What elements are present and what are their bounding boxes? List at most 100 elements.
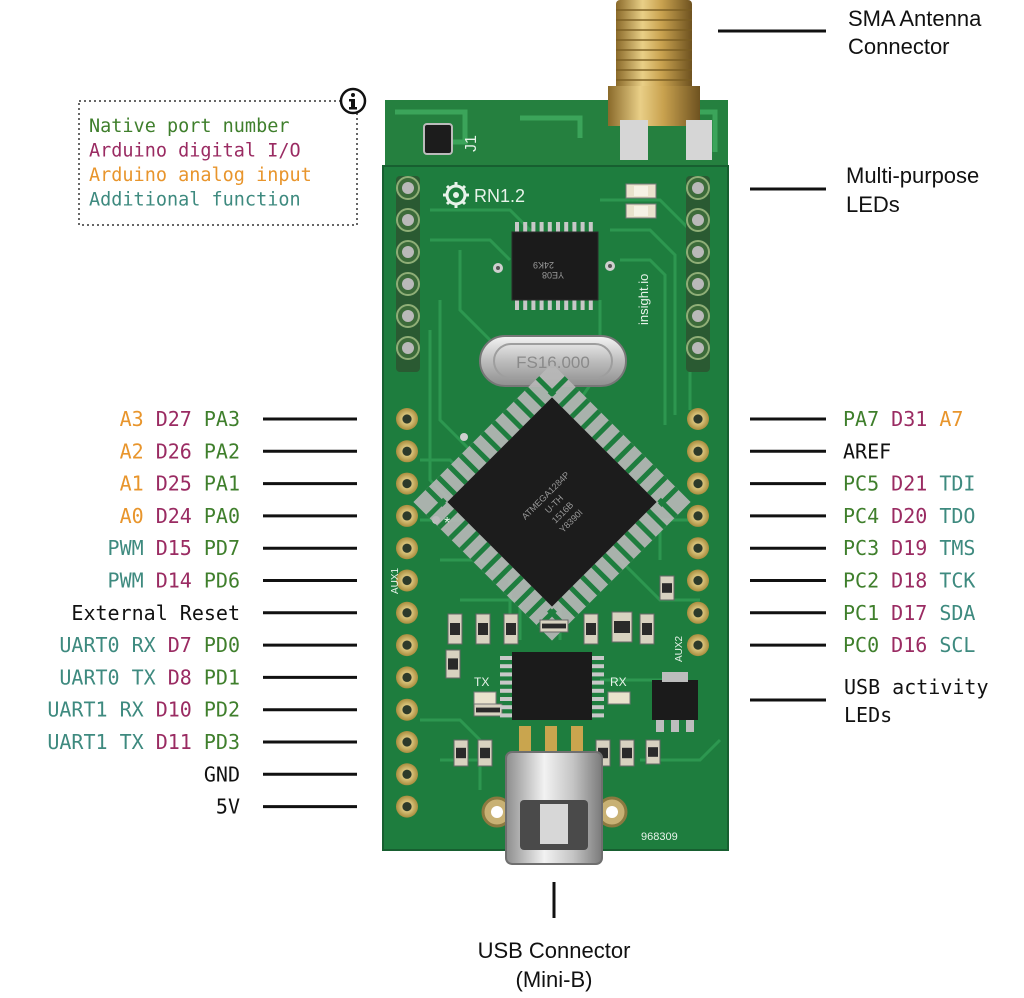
usb-activity-callout-line-1: USB activity (844, 675, 989, 699)
crystal-oscillator: FS16.000 (479, 335, 627, 387)
pin-label-left: A1 D25 PA1 (120, 472, 240, 496)
pin-label-part: D15 (144, 536, 192, 560)
multipurpose-leds (625, 183, 657, 219)
pin-label-right: PA7 D31 A7 (843, 407, 963, 431)
header-pin-top (686, 176, 710, 200)
pin-label-part: PA7 (843, 407, 879, 431)
pin-label-part: PC1 (843, 601, 879, 625)
pin-label-right: PC3 D19 TMS (843, 536, 975, 560)
pin-pad-left (396, 698, 418, 721)
info-icon[interactable] (339, 87, 367, 115)
pin-label-part: A1 (120, 472, 144, 496)
pin-label-part: D25 (144, 472, 192, 496)
pin-label-part: D20 (879, 504, 927, 528)
pin-label-part: D19 (879, 536, 927, 560)
pin-label-left: A3 D27 PA3 (120, 407, 240, 431)
pin-label-left: PWM D14 PD6 (108, 569, 240, 593)
pin-label-part: TDI (927, 472, 975, 496)
pin-pad-left (396, 601, 418, 624)
pin-label-part: PWM (108, 536, 144, 560)
pin-label-left: GND (204, 762, 240, 786)
pin-label-left: UART1 RX D10 PD2 (47, 698, 240, 722)
pin-label-left: UART1 TX D11 PD3 (47, 730, 240, 754)
pin-label-part: 5V (216, 795, 240, 819)
callout-usb-connector: USB Connector (Mini-B) (478, 882, 631, 992)
pin-label-part: UART0 RX (59, 633, 155, 657)
top-chip-code: YE08 (542, 270, 564, 280)
pin-label-part: PC3 (843, 536, 879, 560)
smd-components (445, 575, 675, 767)
pin-pad-left (396, 440, 418, 463)
usb-connector-callout-line-1: USB Connector (478, 938, 631, 963)
pin-pad-left (396, 569, 418, 592)
pin-label-part: D11 (144, 730, 192, 754)
aux2-label: AUX2 (674, 635, 685, 662)
pin-pad-left (396, 472, 418, 495)
pin-label-part: PC5 (843, 472, 879, 496)
aux1-label: AUX1 (390, 567, 401, 594)
pin-label-part: PD7 (192, 536, 240, 560)
pin-label-left: External Reset (71, 601, 240, 625)
pin-pad-left (396, 408, 418, 430)
pin-label-part: SDA (927, 601, 975, 625)
pin-label-part: AREF (843, 439, 891, 463)
pin-label-part: External Reset (71, 601, 240, 625)
top-chip-marking: 24K9 (533, 260, 554, 270)
pin-label-part: D7 (156, 633, 192, 657)
header-pin-top (686, 208, 710, 232)
board-version-label: RN1.2 (474, 186, 525, 206)
pin-pad-left (396, 666, 418, 689)
pin-label-left: A0 D24 PA0 (120, 504, 240, 528)
top-ic-chip: 24K9 YE08 (511, 222, 599, 310)
pin-label-right: AREF (843, 439, 891, 463)
pin-label-part: PD0 (192, 633, 240, 657)
pin-label-part: PD3 (192, 730, 240, 754)
pin-label-part: PA0 (192, 504, 240, 528)
legend-native: Native port number (89, 116, 289, 137)
crystal-marking: FS16.000 (516, 353, 590, 372)
pin-label-part: PA3 (192, 407, 240, 431)
usb-uart-chip (500, 652, 604, 720)
pin-pad-right (687, 440, 709, 463)
pin-pad-right (687, 408, 709, 430)
pin-label-part: UART1 TX (47, 730, 143, 754)
pin-label-part: TCK (927, 569, 975, 593)
pcb-board-photo: J1 (382, 0, 729, 865)
pin-label-part: UART1 RX (47, 698, 143, 722)
pin-label-part: UART0 TX (59, 665, 155, 689)
pin-pad-left (396, 634, 418, 657)
pin-label-part: PC4 (843, 504, 879, 528)
pin-label-part: PC0 (843, 633, 879, 657)
usb-connector-callout-line-2: (Mini-B) (516, 967, 593, 992)
pin-label-part: A7 (927, 407, 963, 431)
svg-text:*: * (444, 515, 450, 532)
header-pin-top (686, 336, 710, 360)
pin-label-right: PC5 D21 TDI (843, 472, 975, 496)
pin-label-part: A2 (120, 439, 144, 463)
sma-antenna-connector (608, 0, 712, 160)
pin-pad-left (396, 537, 418, 560)
pin-label-part: A3 (120, 407, 144, 431)
header-pin-top (396, 176, 420, 200)
leds-callout-line-2: LEDs (846, 192, 900, 217)
pin-label-part: D16 (879, 633, 927, 657)
pin-label-part: SCL (927, 633, 975, 657)
pin-label-right: PC0 D16 SCL (843, 633, 975, 657)
pin-label-left: A2 D26 PA2 (120, 439, 240, 463)
pin-pads (396, 408, 709, 818)
callout-sma: SMA Antenna Connector (718, 6, 982, 59)
pin-pad-left (396, 731, 418, 753)
right-pin-labels: PA7 D31 A7 AREF PC5 D21 TDI PC4 D20 TDO PC3 … (750, 407, 975, 657)
pin-label-part: D27 (144, 407, 192, 431)
sma-callout-line-1: SMA Antenna (848, 6, 982, 31)
pin-label-right: PC1 D17 SDA (843, 601, 975, 625)
pin-label-part: PWM (108, 569, 144, 593)
pin-label-part: PD6 (192, 569, 240, 593)
pin-label-left: 5V (216, 795, 240, 819)
legend-digital: Arduino digital I/O (89, 141, 301, 162)
header-pin-top (396, 208, 420, 232)
pin-label-right: PC4 D20 TDO (843, 504, 975, 528)
callout-leds: Multi-purpose LEDs (750, 163, 979, 217)
legend-additional: Additional function (89, 190, 301, 211)
